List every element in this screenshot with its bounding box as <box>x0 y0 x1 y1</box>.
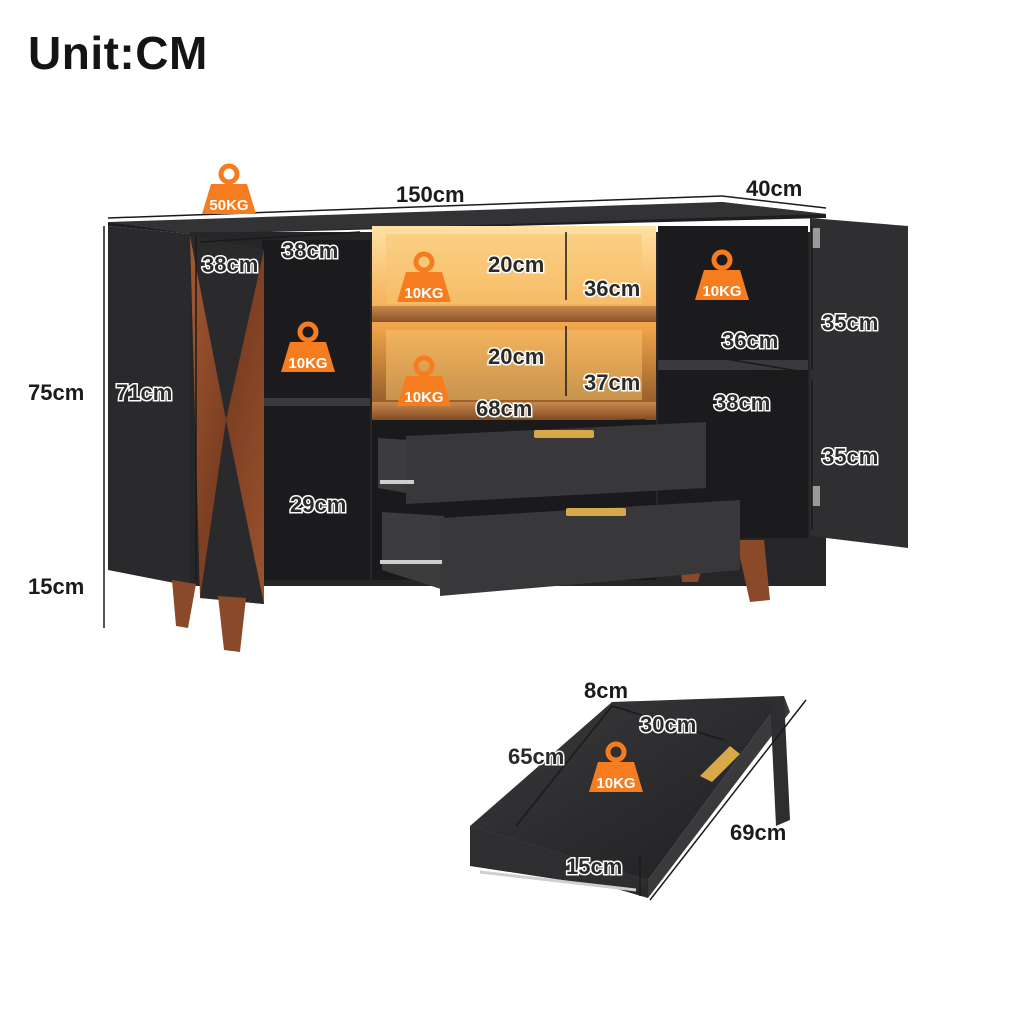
weight-icon-mid-upper: 10KG <box>397 254 451 302</box>
weight-icon-left-shelf: 10KG <box>281 324 335 372</box>
left-lower-height-label: 29cm <box>290 492 346 517</box>
shelf-depth-label: 36cm <box>584 276 640 301</box>
middle-width-label: 68cm <box>476 396 532 421</box>
shelf-bottom-depth-label: 37cm <box>584 370 640 395</box>
total-height-label: 75cm <box>28 380 84 405</box>
weight-label-drawer: 10KG <box>596 775 635 792</box>
right-shelf-depth-label: 36cm <box>722 328 778 353</box>
right-lower-height-label: 35cm <box>822 444 878 469</box>
left-cabinet-width-label: 38cm <box>282 238 338 263</box>
shelf-gap-lower-label: 20cm <box>488 344 544 369</box>
drawer-front-width-label: 8cm <box>584 678 628 703</box>
weight-label-right-shelf: 10KG <box>702 283 741 300</box>
right-upper-height-label: 35cm <box>822 310 878 335</box>
drawer-height-label: 15cm <box>566 854 622 879</box>
dimension-lines <box>103 195 827 628</box>
shelf-gap-upper-label: 20cm <box>488 252 544 277</box>
weight-icon-drawer: 10KG <box>589 744 643 792</box>
body-height-label: 71cm <box>116 380 172 405</box>
weight-label-left-shelf: 10KG <box>288 355 327 372</box>
weight-icon-top: 50KG <box>202 166 256 214</box>
walnut-door <box>190 236 264 604</box>
weight-label-mid-upper: 10KG <box>404 285 443 302</box>
leg-height-label: 15cm <box>28 574 84 599</box>
open-drawers <box>378 422 740 596</box>
weight-label-mid-lower: 10KG <box>404 389 443 406</box>
drawer-inner-length-label: 65cm <box>508 744 564 769</box>
left-cabinet-depth-label: 38cm <box>202 252 258 277</box>
unit-title: Unit:CM <box>28 27 208 79</box>
weight-icon-mid-lower: 10KG <box>397 358 451 406</box>
drawer-outer-length-label: 69cm <box>730 820 786 845</box>
drawer-detail <box>470 696 807 901</box>
right-cabinet-width-label: 38cm <box>714 390 770 415</box>
total-width-label: 150cm <box>396 182 465 207</box>
weight-icon-right-shelf: 10KG <box>695 252 749 300</box>
weight-label-top: 50KG <box>209 197 248 214</box>
depth-label: 40cm <box>746 176 802 201</box>
drawer-inner-width-label: 30cm <box>640 712 696 737</box>
